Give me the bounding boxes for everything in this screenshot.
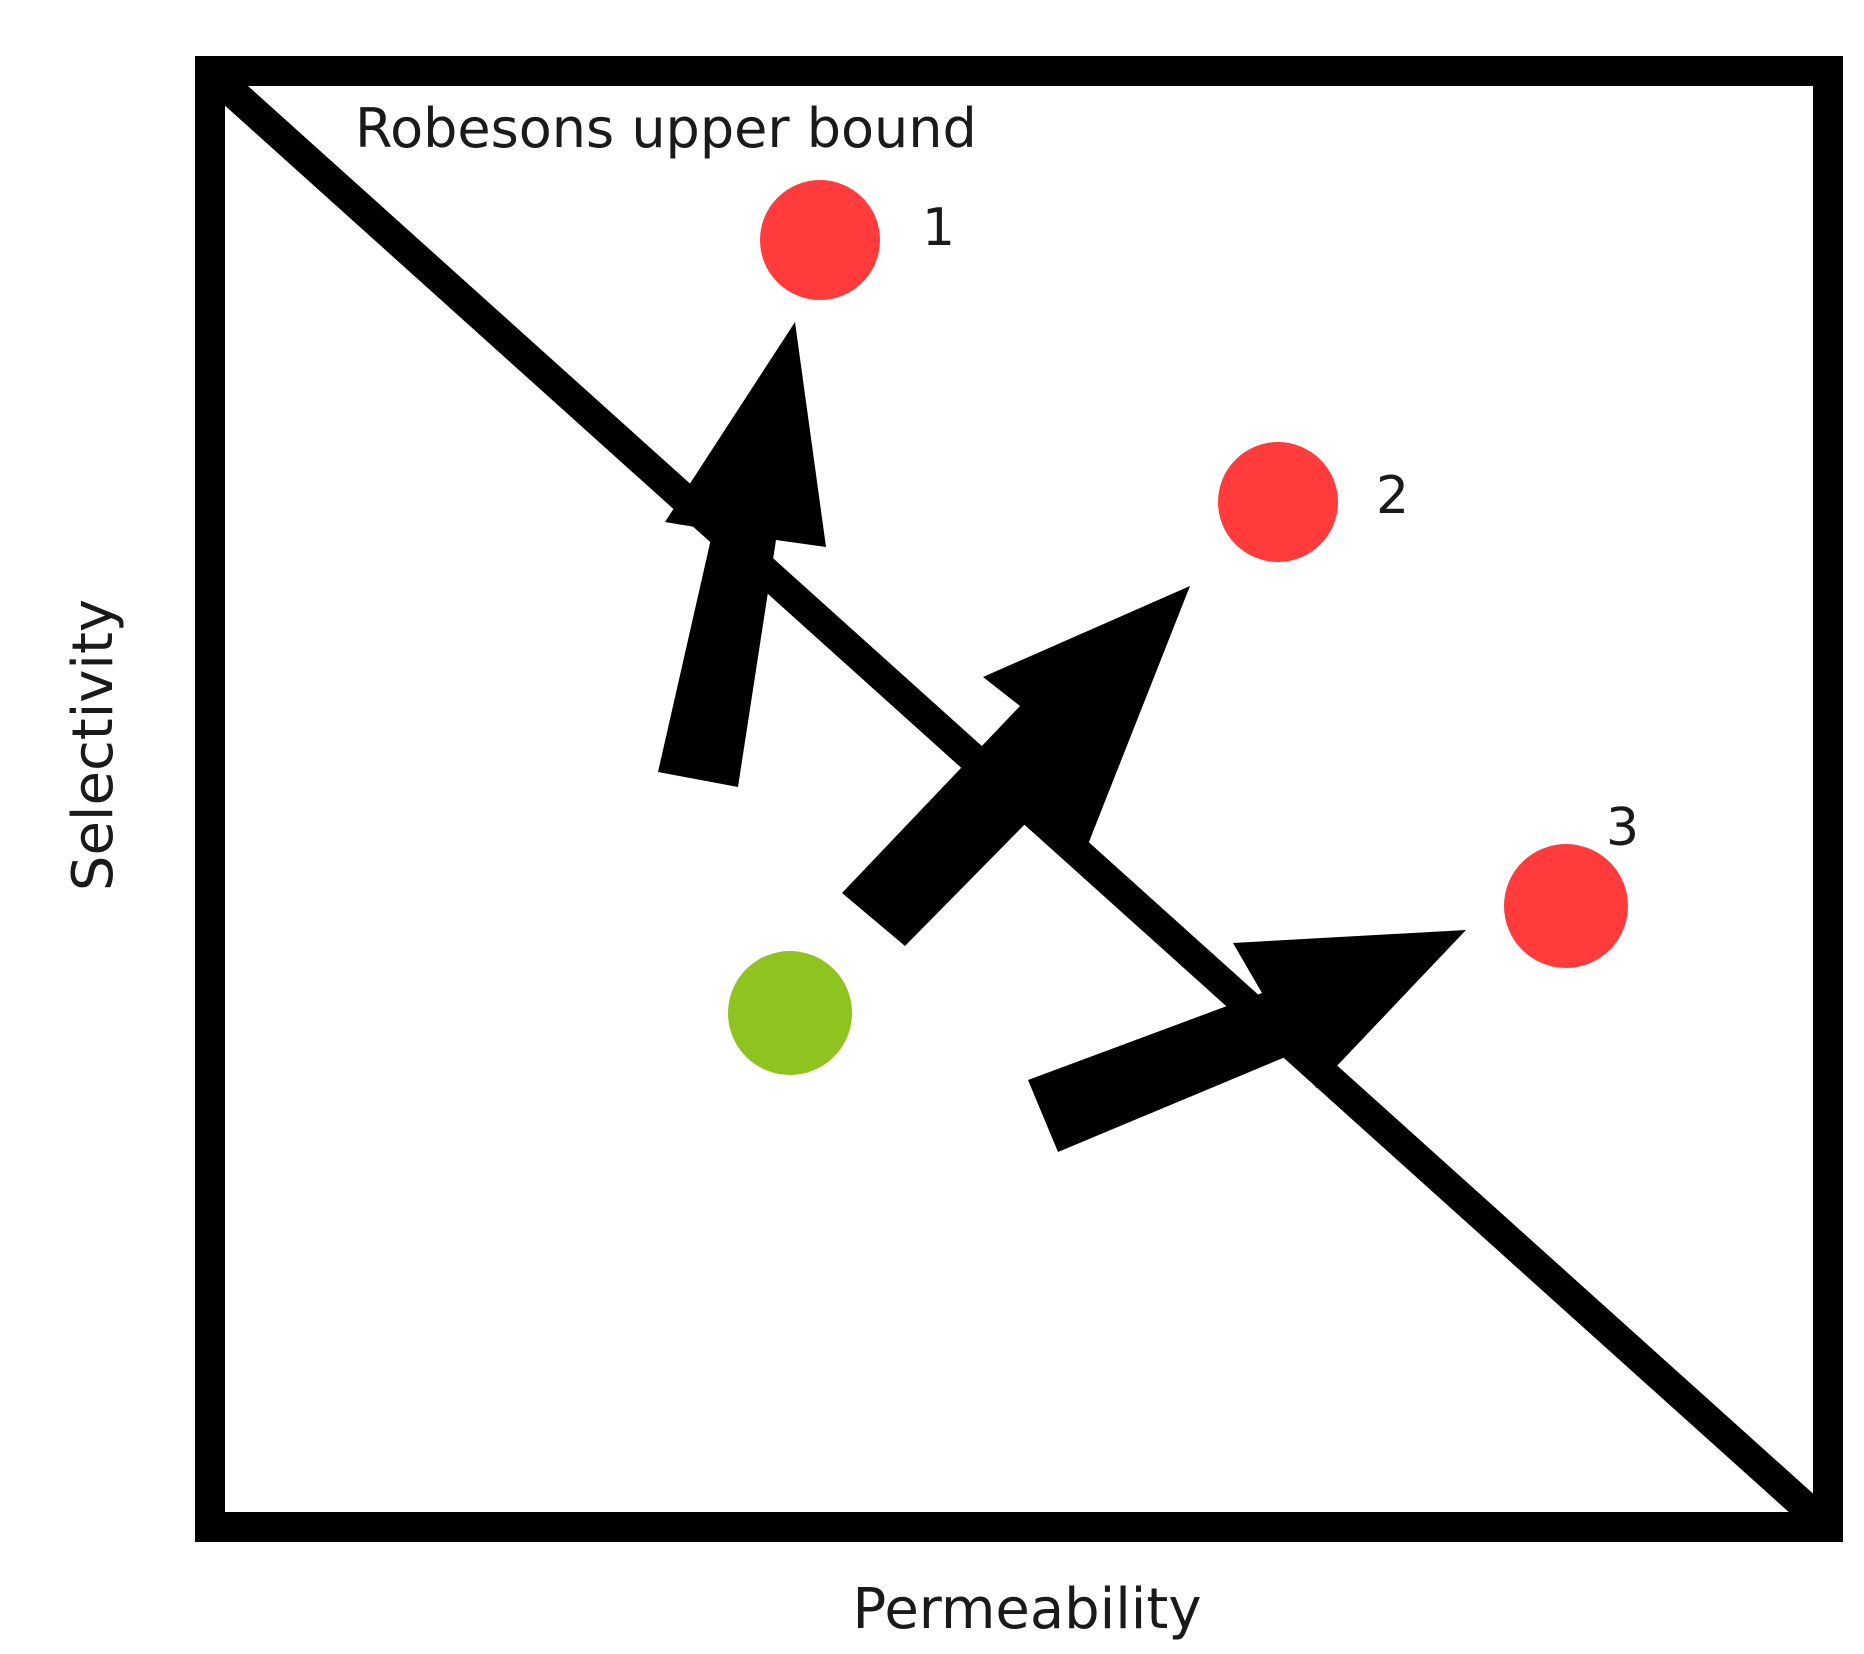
y-axis-label: Selectivity xyxy=(61,599,126,891)
x-axis-label: Permeability xyxy=(853,1577,1202,1642)
arrow-to-point-3 xyxy=(1028,930,1466,1152)
upper-bound-label: Robesons upper bound xyxy=(355,97,977,160)
target-point-2 xyxy=(1218,442,1338,562)
arrow-to-point-2 xyxy=(842,586,1190,946)
point-label-3: 3 xyxy=(1606,798,1639,858)
target-point-3 xyxy=(1504,844,1628,968)
point-label-1: 1 xyxy=(922,198,955,258)
plot-frame xyxy=(195,56,1843,1542)
arrow-to-point-1 xyxy=(658,322,826,787)
start-point xyxy=(728,951,852,1075)
target-point-1 xyxy=(760,180,880,300)
point-label-2: 2 xyxy=(1376,466,1409,526)
